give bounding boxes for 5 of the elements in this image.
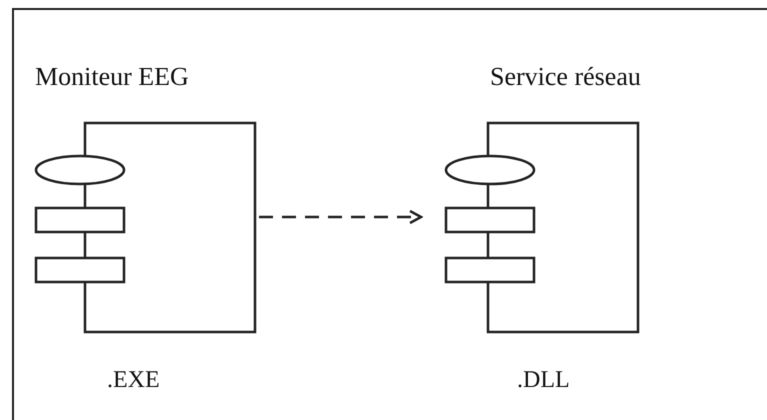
component-title: Service réseau (490, 62, 641, 92)
file-type-label: .EXE (107, 366, 160, 394)
dashed-arrow (259, 210, 422, 224)
component-title: Moniteur EEG (35, 62, 189, 92)
file-type-label: .DLL (517, 366, 570, 394)
